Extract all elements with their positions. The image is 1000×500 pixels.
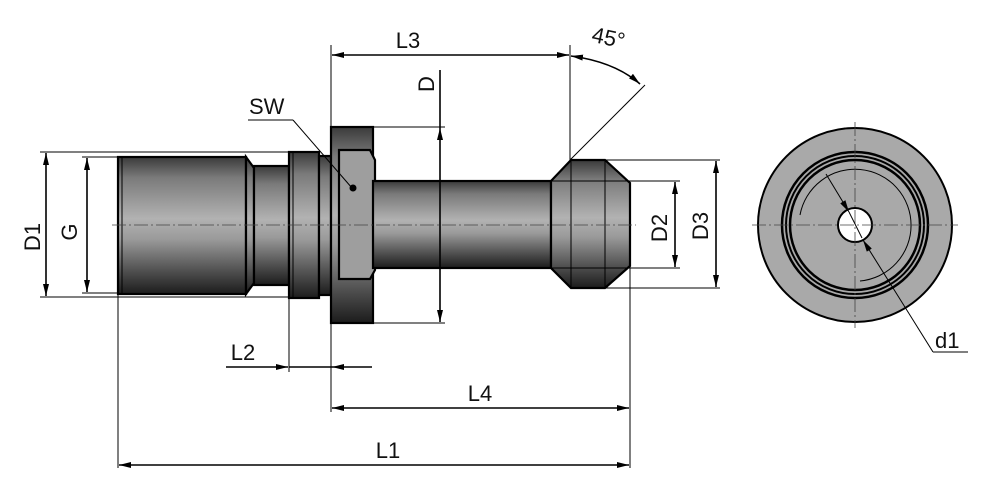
label-d1: d1 — [935, 328, 959, 353]
hex-sw — [337, 148, 377, 281]
label-SW: SW — [249, 94, 285, 119]
label-D3: D3 — [688, 212, 713, 240]
dimensions: D1 G SW L3 45° D D2 D3 — [20, 22, 720, 468]
label-D: D — [414, 76, 439, 92]
neck — [252, 164, 291, 287]
label-G: G — [57, 223, 82, 240]
label-L4: L4 — [468, 381, 492, 406]
head — [549, 158, 632, 290]
label-D1: D1 — [20, 223, 45, 251]
label-L1: L1 — [376, 438, 400, 463]
label-L3: L3 — [396, 28, 420, 53]
sw-leader-dot — [349, 184, 357, 192]
part-end-view: d1 — [752, 122, 968, 353]
label-45-degrees: 45° — [590, 22, 628, 53]
part-side-view — [112, 125, 636, 325]
shaft — [371, 179, 553, 270]
label-L2: L2 — [231, 340, 255, 365]
threaded-shank — [116, 155, 248, 296]
shank-chamfer — [244, 153, 256, 298]
label-D2: D2 — [647, 214, 672, 242]
